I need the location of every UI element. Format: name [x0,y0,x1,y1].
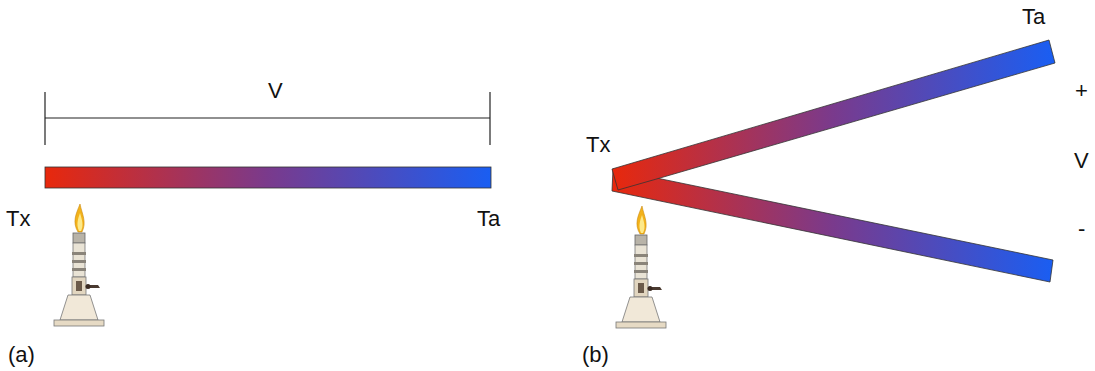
polarity-label: + [1075,80,1088,102]
temperature-label: Tx [6,208,30,230]
bunsen-burner [54,204,104,326]
metal-bar [45,167,491,188]
lower-wire [612,169,1053,282]
voltage-label: V [1074,150,1089,172]
panel-label: (b) [582,344,609,366]
bunsen-burner [616,206,666,328]
temperature-label: Tx [586,134,610,156]
temperature-label: Ta [1022,6,1045,28]
polarity-label: - [1078,218,1085,240]
upper-wire [612,40,1055,190]
temperature-label: Ta [477,208,500,230]
dimension-line [45,92,490,145]
panel-label: (a) [8,344,35,366]
dimension-label: V [268,80,283,102]
